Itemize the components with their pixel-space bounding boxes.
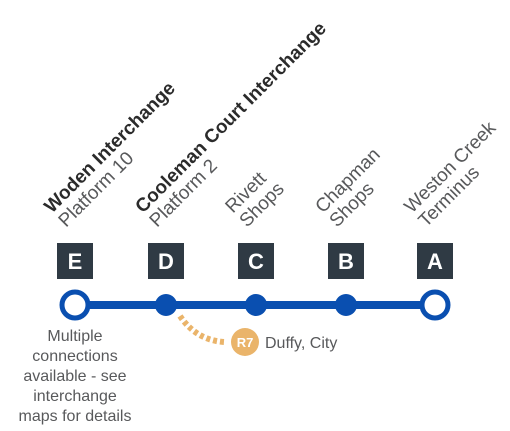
stop-marker-dot	[245, 294, 267, 316]
stop-letter-box	[148, 243, 184, 279]
note-line: Multiple	[47, 328, 102, 345]
stop-c[interactable]: C	[238, 243, 274, 316]
stop-letter: D	[158, 249, 174, 274]
stop-letter: B	[338, 249, 354, 274]
stop-e[interactable]: E	[57, 243, 93, 321]
connection-path	[177, 314, 225, 345]
interchange-note: Multiple connections available - see int…	[19, 328, 132, 425]
note-line: maps for details	[19, 408, 132, 425]
note-line: interchange	[33, 388, 117, 405]
stop-letter: C	[248, 249, 264, 274]
stop-letter-box	[238, 243, 274, 279]
stop-marker-ring	[419, 289, 451, 321]
stop-letter-box	[57, 243, 93, 279]
note-line: available - see	[23, 368, 126, 385]
route-badge-circle	[231, 328, 259, 356]
stop-marker-dot	[155, 294, 177, 316]
route-badge-label: R7	[237, 335, 254, 350]
stop-d[interactable]: D	[148, 243, 184, 316]
route-r7-badge[interactable]: R7	[231, 328, 259, 356]
stop-letter-box	[328, 243, 364, 279]
interchange-name: Cooleman Court Interchange	[132, 18, 331, 217]
note-line: connections	[32, 348, 117, 365]
stop-marker-dot	[335, 294, 357, 316]
stop-letter: E	[68, 249, 83, 274]
stop-marker-ring	[59, 289, 91, 321]
stop-letter-box	[417, 243, 453, 279]
route-destination: Duffy, City	[265, 335, 337, 352]
stop-b[interactable]: B	[328, 243, 364, 316]
stop-letter: A	[427, 249, 443, 274]
stop-a[interactable]: A	[417, 243, 453, 321]
